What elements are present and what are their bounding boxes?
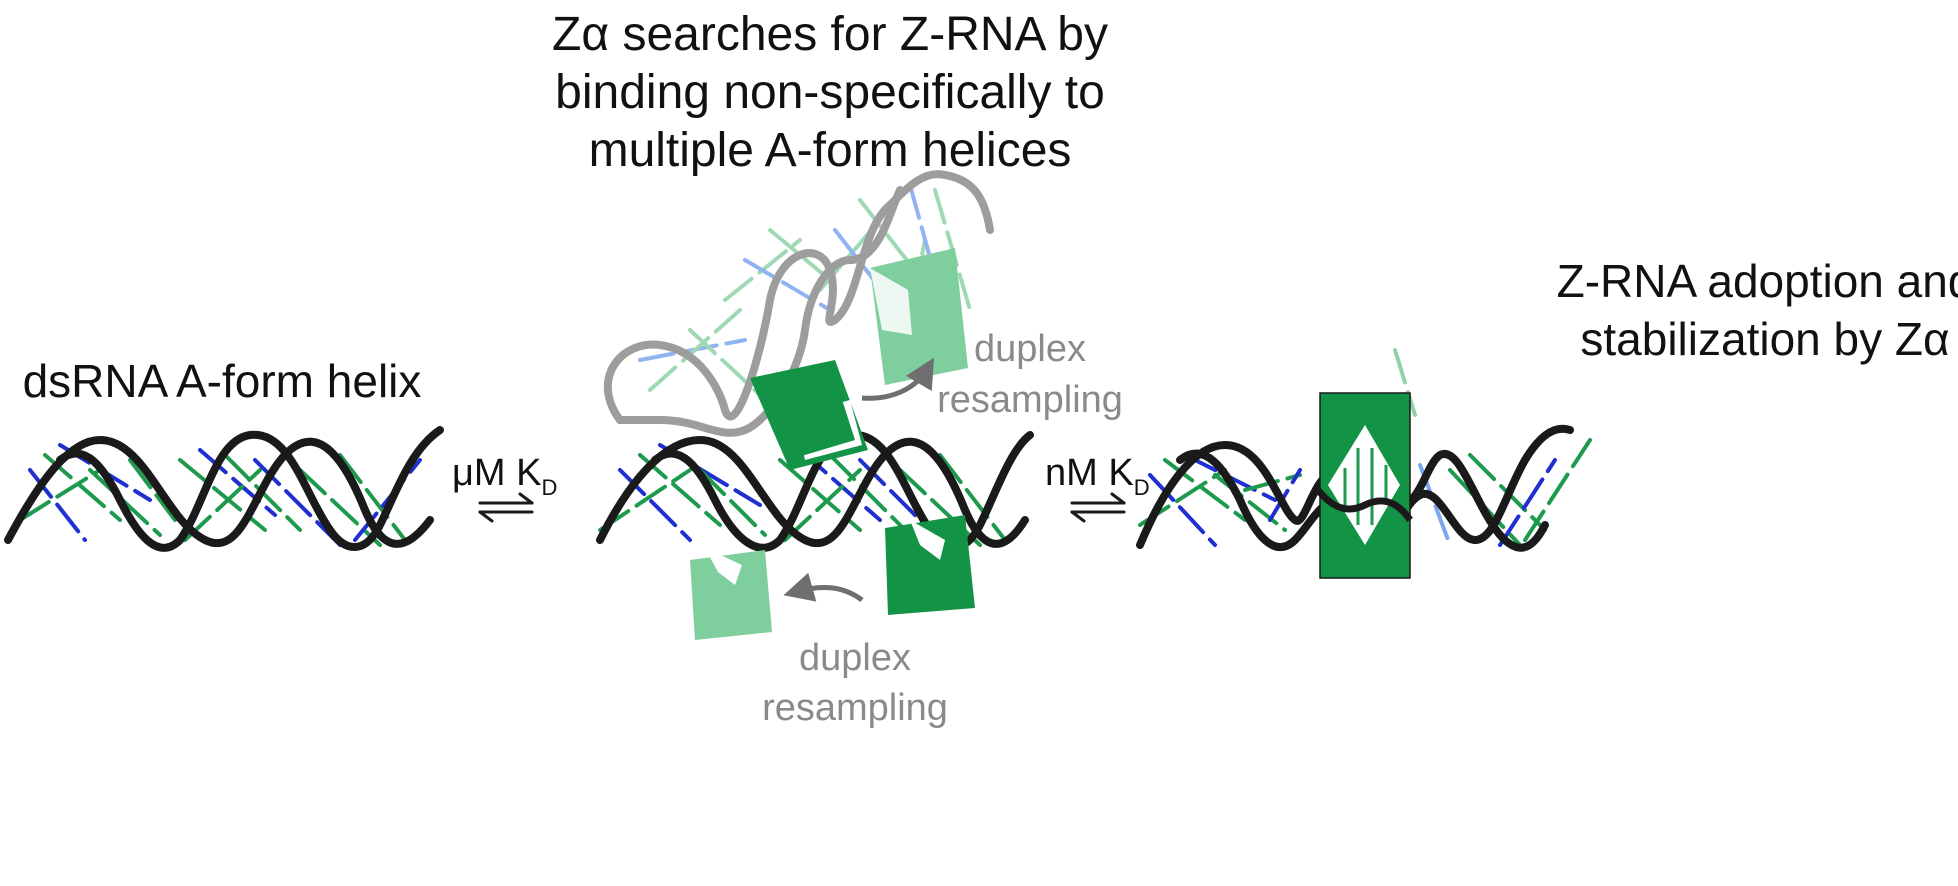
zrna-diamond (1328, 425, 1400, 545)
svg-text:resampling: resampling (762, 687, 948, 729)
middle-title: Zα searches for Z-RNA by binding non-spe… (552, 8, 1108, 177)
zalpha-dark-bottom (885, 515, 975, 615)
kd-nano-label: nM KD (1045, 452, 1150, 500)
zalpha-light-bottom (690, 550, 772, 640)
kd-micro-label: μM KD (452, 452, 557, 500)
ghost-backbone-2 (616, 186, 904, 437)
resampling-label-top: duplex resampling (937, 328, 1123, 421)
ghost-backbone (603, 170, 994, 424)
left-helix (4, 426, 444, 552)
right-title-line-2: stabilization by Zα (1580, 313, 1949, 365)
svg-text:duplex: duplex (799, 637, 911, 679)
svg-text:duplex: duplex (974, 328, 1086, 370)
resampling-arrow-top (861, 357, 935, 401)
middle-title-line-3: multiple A-form helices (589, 124, 1072, 177)
kd-micro-group: μM KD (452, 452, 557, 523)
right-title-line-1: Z-RNA adoption and (1557, 255, 1958, 307)
left-title: dsRNA A-form helix (23, 355, 422, 407)
resampling-arrow-bottom (783, 572, 864, 603)
middle-backbone-1 (596, 435, 1029, 548)
kd-nano-group: nM KD (1045, 452, 1150, 523)
svg-text:resampling: resampling (937, 379, 1123, 421)
left-backbone-1 (4, 435, 434, 548)
right-title: Z-RNA adoption and stabilization by Zα (1557, 255, 1958, 365)
zalpha-bound-complex (1315, 392, 1413, 579)
resampling-label-bottom: duplex resampling (762, 637, 948, 729)
equilibrium-arrows-left (478, 492, 534, 523)
left-backbone-2 (56, 426, 444, 552)
middle-title-line-1: Zα searches for Z-RNA by (552, 8, 1108, 61)
equilibrium-arrows-right (1070, 492, 1126, 523)
middle-title-line-2: binding non-specifically to (555, 66, 1105, 119)
